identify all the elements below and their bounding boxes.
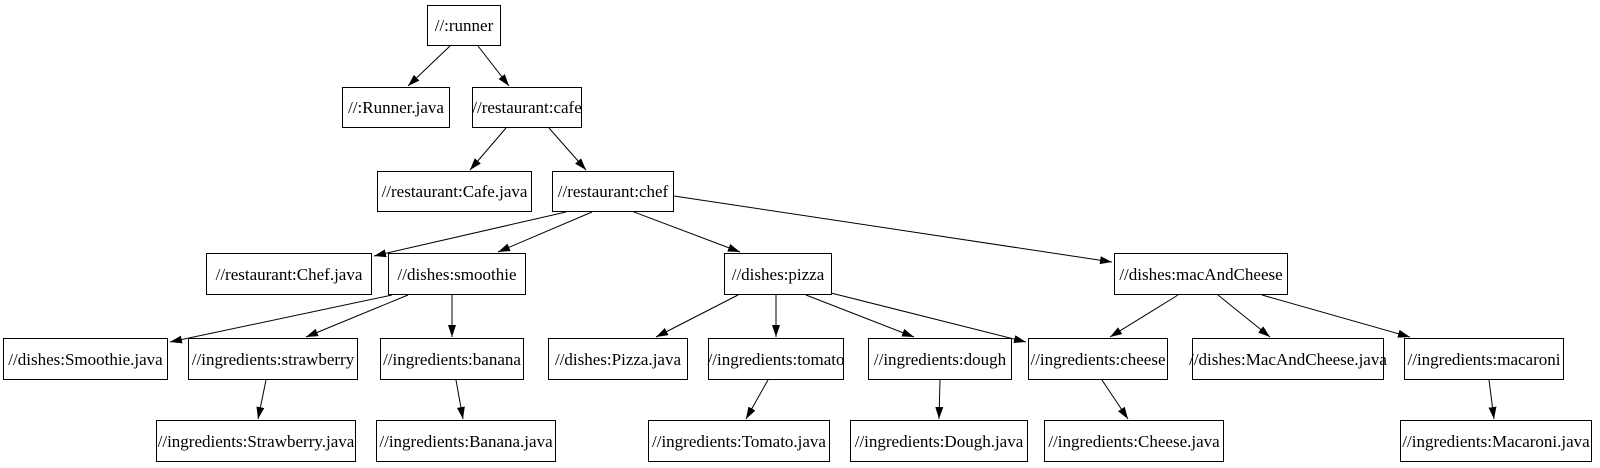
graph-node-mac_and_cheese: //dishes:macAndCheese [1114, 253, 1288, 295]
graph-edge-chef-to-pizza [633, 211, 741, 253]
graph-node-macaroni_java: //ingredients:Macaroni.java [1400, 420, 1592, 462]
graph-edge-runner-to-runner_java [407, 45, 451, 87]
graph-node-tomato_java: //ingredients:Tomato.java [648, 420, 830, 462]
graph-node-strawberry_java: //ingredients:Strawberry.java [156, 420, 356, 462]
graph-node-label: //dishes:pizza [731, 264, 825, 284]
graph-node-label: //dishes:macAndCheese [1119, 264, 1283, 284]
graph-node-label: //restaurant:cafe [472, 98, 582, 117]
graph-node-label: //:runner [434, 16, 494, 35]
graph-node-label: //restaurant:Chef.java [215, 264, 363, 284]
graph-edge-banana-to-banana_java [455, 379, 465, 420]
graph-edge-macaroni-to-macaroni_java [1488, 379, 1497, 420]
graph-node-label: //ingredients:Cheese.java [1048, 431, 1220, 451]
graph-node-label: //ingredients:cheese [1030, 349, 1166, 369]
graph-node-smoothie: //dishes:smoothie [388, 253, 526, 295]
graph-node-cafe: //restaurant:cafe [472, 87, 582, 128]
graph-node-label: //ingredients:tomato [707, 349, 845, 369]
graph-node-runner_java: //:Runner.java [342, 87, 450, 128]
graph-node-banana_java: //ingredients:Banana.java [376, 420, 556, 462]
graph-node-runner: //:runner [427, 5, 501, 46]
graph-node-label: //ingredients:macaroni [1407, 349, 1561, 369]
graph-node-cheese_java: //ingredients:Cheese.java [1044, 420, 1224, 462]
graph-node-label: //dishes:Smoothie.java [8, 349, 163, 369]
graph-edge-cafe-to-cafe_java [469, 127, 507, 171]
graph-edge-smoothie-to-strawberry [305, 294, 409, 338]
graph-node-banana: //ingredients:banana [380, 338, 524, 380]
graph-node-cheese: //ingredients:cheese [1028, 338, 1168, 380]
graph-node-label: //ingredients:Macaroni.java [1402, 431, 1590, 451]
graph-node-mac_and_cheese_java: //dishes:MacAndCheese.java [1189, 338, 1387, 380]
graph-node-pizza_java: //dishes:Pizza.java [548, 338, 688, 380]
graph-edge-tomato-to-tomato_java [745, 379, 769, 420]
graph-edges [169, 45, 1497, 420]
graph-node-macaroni: //ingredients:macaroni [1404, 338, 1564, 380]
graph-edge-pizza-to-pizza_java [655, 294, 739, 338]
graph-node-pizza: //dishes:pizza [724, 253, 832, 295]
graph-node-label: //ingredients:Dough.java [854, 431, 1024, 451]
graph-edge-mac_and_cheese-to-cheese [1109, 294, 1179, 338]
graph-node-dough: //ingredients:dough [868, 338, 1012, 380]
graph-node-chef_java: //restaurant:Chef.java [206, 253, 372, 295]
graph-edge-smoothie-to-smoothie_java [169, 294, 393, 344]
graph-node-strawberry: //ingredients:strawberry [188, 338, 358, 380]
graph-edge-chef-to-smoothie [497, 211, 593, 253]
graph-node-label: //ingredients:Banana.java [379, 431, 553, 451]
graph-node-label: //dishes:Pizza.java [554, 349, 682, 369]
graph-node-label: //ingredients:strawberry [191, 349, 355, 369]
graph-node-label: //dishes:MacAndCheese.java [1189, 349, 1387, 369]
graph-edge-dough-to-dough_java [935, 379, 944, 420]
graph-edge-runner-to-cafe [477, 45, 510, 87]
graph-node-smoothie_java: //dishes:Smoothie.java [3, 338, 168, 380]
graph-node-tomato: //ingredients:tomato [708, 338, 844, 380]
graph-node-label: //restaurant:Cafe.java [381, 182, 528, 201]
graph-edge-mac_and_cheese-to-mac_and_cheese_java [1217, 294, 1271, 338]
graph-node-label: //dishes:smoothie [397, 264, 517, 284]
graph-edge-mac_and_cheese-to-macaroni [1261, 294, 1411, 338]
graph-edge-pizza-to-cheese [830, 292, 1027, 343]
graph-edge-cheese-to-cheese_java [1101, 379, 1129, 420]
graph-node-label: //ingredients:banana [383, 349, 521, 369]
graph-node-label: //ingredients:Tomato.java [652, 431, 826, 451]
graph-node-dough_java: //ingredients:Dough.java [850, 420, 1028, 462]
graph-edge-pizza-to-dough [805, 294, 915, 338]
graph-node-cafe_java: //restaurant:Cafe.java [377, 171, 532, 212]
graph-edge-strawberry-to-strawberry_java [256, 379, 267, 420]
graph-edge-cafe-to-chef [548, 127, 587, 171]
graph-edge-chef-to-mac_and_cheese [673, 195, 1113, 265]
graph-node-label: //:Runner.java [348, 98, 444, 117]
graph-node-label: //restaurant:chef [557, 182, 669, 201]
graph-edge-chef-to-chef_java [373, 211, 567, 258]
graph-node-label: //ingredients:dough [873, 349, 1007, 369]
graph-node-chef: //restaurant:chef [552, 171, 674, 212]
graph-node-label: //ingredients:Strawberry.java [157, 431, 355, 451]
